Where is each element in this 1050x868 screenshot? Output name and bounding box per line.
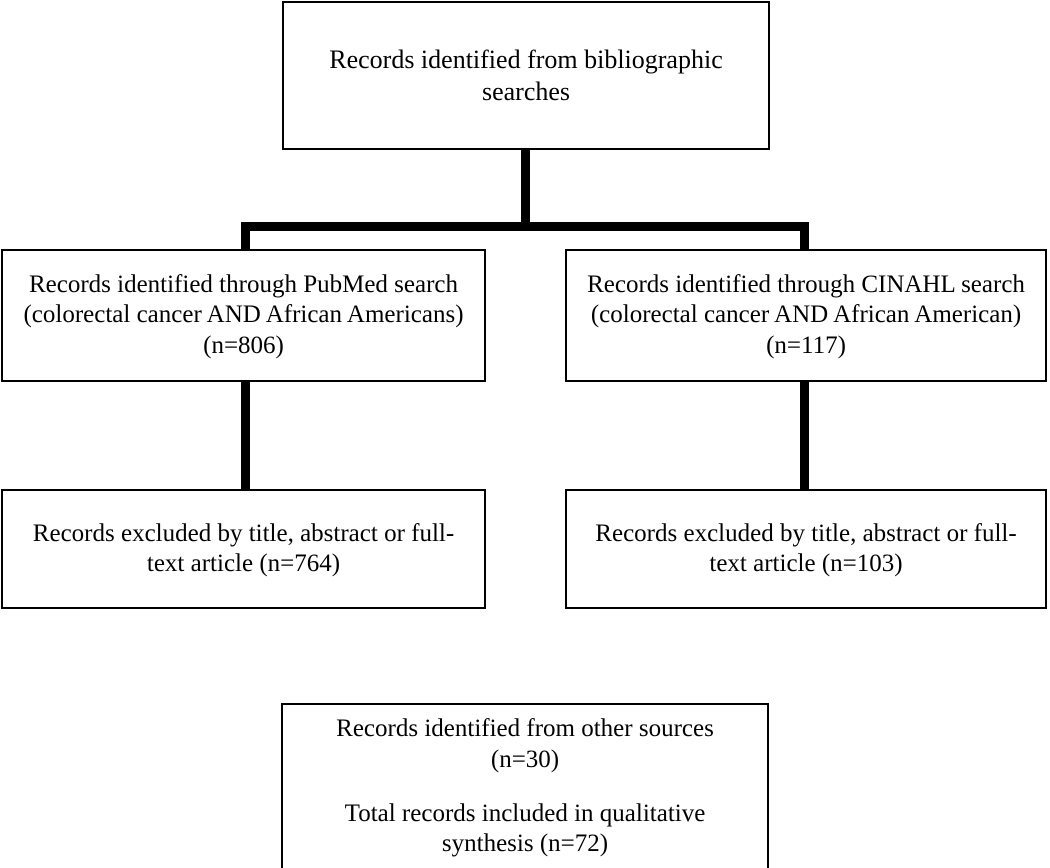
node-pubmed-line-2: (colorectal cancer AND African Americans…	[23, 301, 464, 329]
node-records-pubmed: Records identified through PubMed search…	[1, 249, 486, 382]
node-cinahl-count: (n=117)	[766, 331, 846, 359]
node-total-count: synthesis (n=72)	[441, 830, 609, 858]
connector-top-stem	[521, 148, 530, 226]
node-pubmed-count: (n=806)	[203, 331, 284, 359]
node-pubmed-line-1: Records identified through PubMed search	[28, 270, 459, 298]
connector-pubmed-to-excluded	[241, 380, 250, 492]
node-total-line-1: Total records included in qualitative	[344, 799, 706, 827]
connector-cinahl-to-excluded	[800, 380, 809, 492]
node-excluded-right-line-2: text article (n=103)	[709, 550, 903, 577]
connector-split-left-drop	[241, 222, 250, 252]
connector-split-right-drop	[800, 222, 809, 252]
node-cinahl-line-2: (colorectal cancer AND African American)	[590, 301, 1022, 329]
node-other-spacer	[289, 775, 761, 799]
node-other-line-1: Records identified from other sources	[336, 715, 714, 743]
node-records-cinahl: Records identified through CINAHL search…	[565, 249, 1047, 382]
node-top-line-1: Records identified from bibliographic	[329, 44, 723, 74]
node-records-identified-bibliographic: Records identified from bibliographic se…	[282, 1, 770, 150]
node-cinahl-line-1: Records identified through CINAHL search	[587, 270, 1025, 298]
node-excluded-left-line-2: text article (n=764)	[146, 550, 341, 577]
node-excluded-right-line-1: Records excluded by title, abstract or f…	[595, 519, 1017, 547]
node-records-other-and-total: Records identified from other sources (n…	[281, 703, 769, 868]
node-records-excluded-pubmed: Records excluded by title, abstract or f…	[1, 489, 486, 609]
node-excluded-left-line-1: Records excluded by title, abstract or f…	[32, 519, 455, 547]
node-other-count: (n=30)	[490, 745, 560, 773]
node-records-excluded-cinahl: Records excluded by title, abstract or f…	[565, 489, 1047, 609]
connector-split-horizontal-bar	[241, 222, 809, 231]
node-top-line-2: searches	[481, 76, 571, 106]
